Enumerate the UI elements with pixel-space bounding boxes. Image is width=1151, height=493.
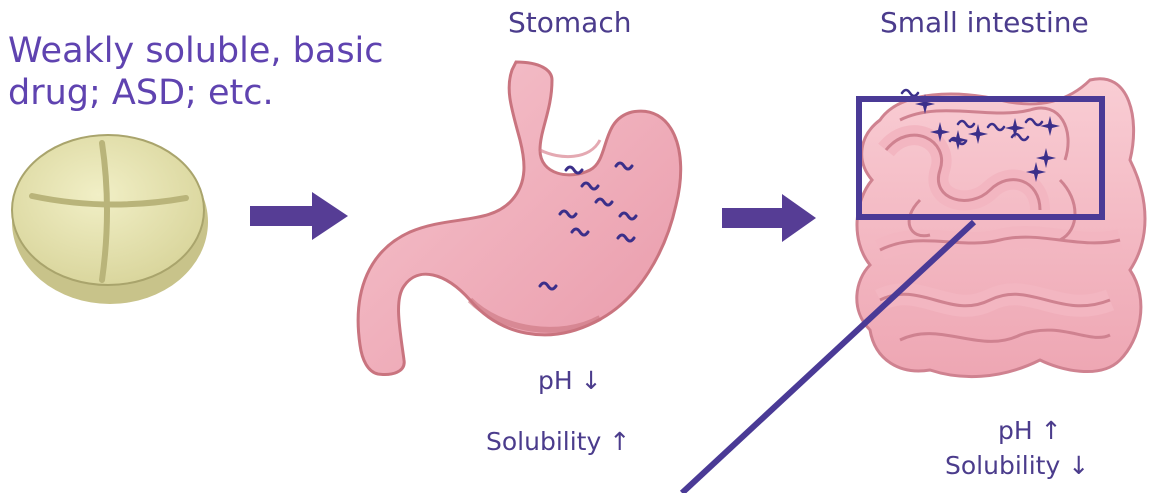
arrow-right-icon (250, 192, 348, 240)
tablet-icon (12, 135, 208, 304)
stomach-title: Stomach (508, 6, 631, 39)
stomach-ph-label: pH ↓ (538, 366, 602, 395)
small-intestine-title: Small intestine (880, 6, 1089, 39)
drug-description-line1: Weakly soluble, basic (8, 30, 384, 72)
drug-description-line2: drug; ASD; etc. (8, 72, 384, 114)
stomach-icon (358, 62, 681, 374)
drug-description: Weakly soluble, basic drug; ASD; etc. (8, 30, 384, 114)
intestine-ph-label: pH ↑ (998, 416, 1062, 445)
stomach-solubility-label: Solubility ↑ (486, 427, 630, 456)
arrow-right-icon (722, 194, 816, 242)
intestine-solubility-label: Solubility ↓ (945, 451, 1089, 480)
